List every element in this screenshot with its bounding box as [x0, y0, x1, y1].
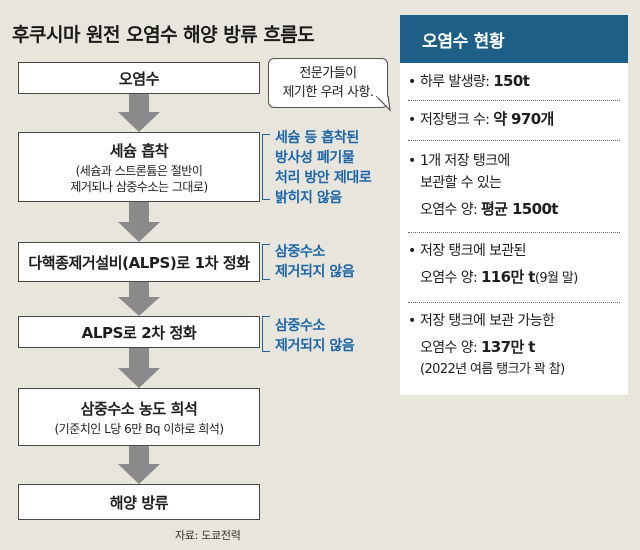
status-panel	[400, 15, 628, 395]
stat-suffix: (9월 말)	[534, 271, 578, 286]
concern-line: 방사성 폐기물	[275, 150, 355, 166]
flow-step-label: 오염수	[118, 69, 160, 88]
flow-step-alps-first: 다핵종제거설비(ALPS)로 1차 정화	[18, 242, 260, 282]
flow-step-label: 삼중수소 농도 희석	[80, 399, 198, 418]
flow-arrow-1	[118, 94, 160, 132]
concern-note-tritium-1: 삼중수소 제거되지 않음	[275, 242, 355, 282]
stat-divider	[408, 232, 620, 233]
stat-divider	[408, 100, 620, 101]
flow-step-note: (세슘과 스트론튬은 절반이	[75, 163, 203, 178]
concern-line: 삼중수소	[275, 318, 325, 334]
stat-value: 116만 t	[480, 268, 536, 286]
flow-step-label: 세슘 흡착	[109, 141, 169, 160]
flow-step-label: 해양 방류	[109, 493, 169, 512]
stat-tank-count: •저장탱크 수: 약 970개	[408, 110, 554, 128]
callout-line: 전문가들이	[299, 66, 357, 81]
concern-line: 세슘 등 흡착된	[275, 130, 359, 146]
concern-bracket-1	[262, 134, 270, 200]
concern-bracket-3	[262, 316, 270, 352]
concern-line: 삼중수소	[275, 244, 325, 260]
callout-line: 제기한 우려 사항.	[282, 85, 374, 100]
stat-daily-generation: •하루 발생량: 150t	[408, 72, 530, 90]
flow-step-ocean-discharge: 해양 방류	[18, 484, 260, 520]
flow-step-tritium-dilution: 삼중수소 농도 희석 (기준치인 L당 6만 Bq 이하로 희석)	[18, 388, 260, 446]
concern-line: 제거되지 않음	[275, 264, 355, 280]
concern-note-tritium-2: 삼중수소 제거되지 않음	[275, 316, 355, 356]
flow-arrow-5	[118, 446, 160, 484]
concerns-callout: 전문가들이 제기한 우려 사항.	[268, 58, 388, 108]
flow-step-contaminated-water: 오염수	[18, 62, 260, 94]
stat-value: 약 970개	[493, 110, 554, 128]
concern-bracket-2	[262, 244, 270, 280]
callout-tail	[376, 96, 391, 112]
flow-step-label: ALPS로 2차 정화	[81, 323, 197, 342]
stat-tank-capacity: •1개 저장 탱크에 보관할 수 있는 오염수 양: 평균 1500t	[408, 153, 559, 218]
flow-step-label: 다핵종제거설비(ALPS)로 1차 정화	[28, 253, 250, 272]
concern-line: 밝히지 않음	[275, 190, 342, 206]
flow-step-cesium-adsorption: 세슘 흡착 (세슘과 스트론튬은 절반이 제거되나 삼중수소는 그대로)	[18, 132, 260, 202]
concern-line: 처리 방안 제대로	[275, 170, 372, 186]
flow-step-note: 제거되나 삼중수소는 그대로)	[70, 179, 208, 194]
stat-divider	[408, 140, 620, 141]
source-credit: 자료: 도쿄전력	[175, 529, 241, 542]
flow-step-alps-second: ALPS로 2차 정화	[18, 316, 260, 348]
stat-value: 137만 t	[480, 338, 536, 356]
stat-max-capacity: •저장 탱크에 보관 가능한 오염수 양: 137만 t (2022년 여름 탱…	[408, 313, 565, 377]
stat-value: 150t	[493, 72, 530, 90]
diagram-title: 후쿠시마 원전 오염수 해양 방류 흐름도	[12, 24, 315, 46]
stat-value: 평균 1500t	[480, 200, 559, 218]
flow-arrow-3	[118, 282, 160, 316]
concern-note-cesium: 세슘 등 흡착된 방사성 폐기물 처리 방안 제대로 밝히지 않음	[275, 128, 372, 208]
stat-stored-volume: •저장 탱크에 보관된 오염수 양: 116만 t(9월 말)	[408, 243, 578, 286]
flow-arrow-4	[118, 348, 160, 388]
flow-arrow-2	[118, 202, 160, 242]
status-panel-title: 오염수 현황	[400, 15, 628, 63]
concern-line: 제거되지 않음	[275, 338, 355, 354]
stat-divider	[408, 302, 620, 303]
flow-step-note: (기준치인 L당 6만 Bq 이하로 희석)	[54, 421, 224, 436]
